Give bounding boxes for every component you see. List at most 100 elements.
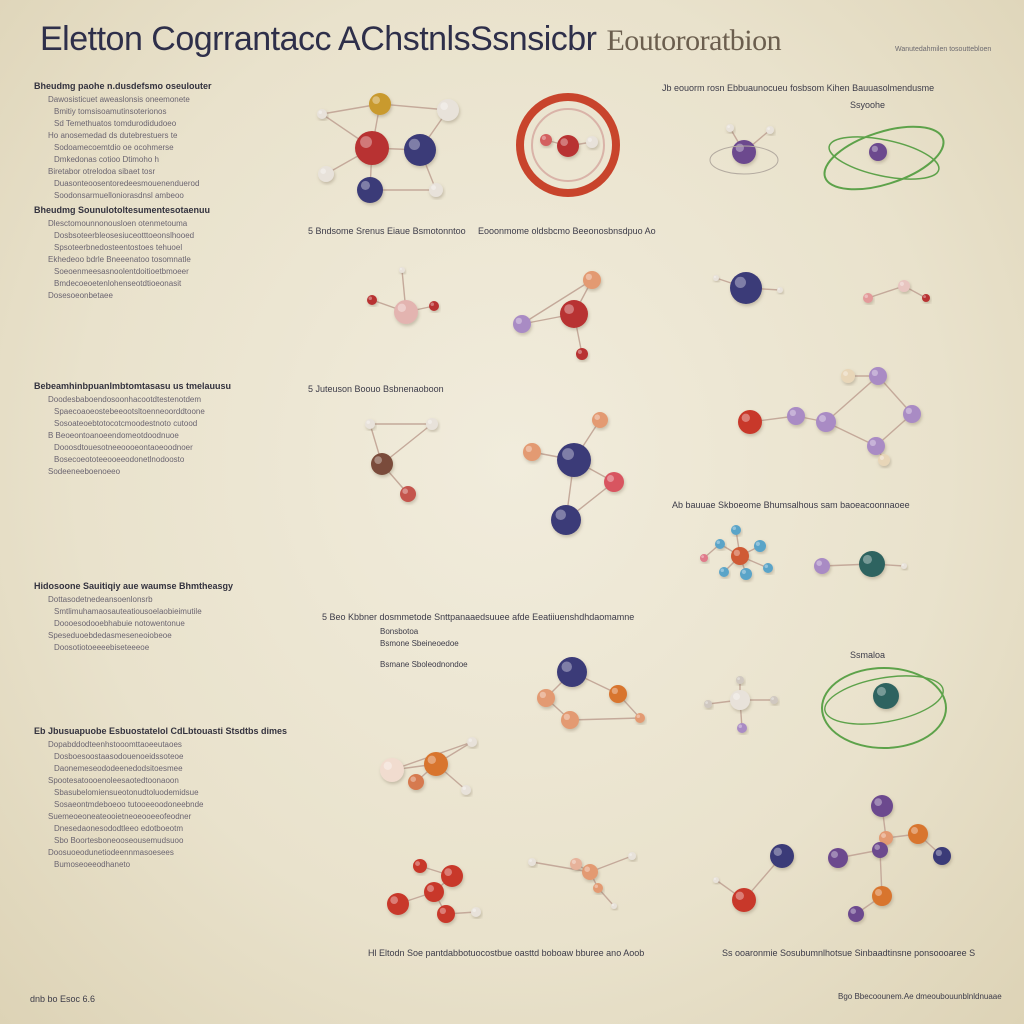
atom-sphere [726, 124, 734, 132]
text-line: Suemeoeoneateooietneoeooeeofeodner [48, 812, 192, 821]
caption-row1-d: Ssyoohe [850, 100, 886, 110]
atom-highlight [560, 138, 569, 146]
atom [471, 907, 481, 917]
text-block-heading: Eb Jbusuapuobe Esbuostatelol CdLbtouasti… [34, 726, 288, 736]
bond-line [379, 103, 449, 111]
text-line: Sodeeneeboenoeeo [48, 467, 121, 476]
text-block-heading: Bheudmg paohe n.dusdefsmo oseulouter [34, 81, 212, 91]
atom-highlight [515, 317, 522, 324]
atom-sphere [814, 558, 830, 574]
atom-highlight [577, 349, 583, 354]
atom-sphere [770, 696, 778, 704]
atom-sphere [859, 551, 885, 577]
atom [814, 558, 830, 574]
atom-highlight [881, 833, 886, 838]
atom-highlight [864, 294, 868, 298]
atom-sphere [732, 140, 756, 164]
atom [557, 443, 591, 477]
atom [848, 906, 864, 922]
atom [719, 567, 729, 577]
text-line: Bmitiy tomsisoamutinsoterionos [54, 107, 167, 116]
atom [903, 405, 921, 423]
text-line: Dosesoeonbetaee [48, 291, 113, 300]
atom-highlight [561, 661, 572, 672]
caption-bottom-left: dnb bo Esoc 6.6 [30, 994, 96, 1004]
atom [369, 93, 391, 115]
atom-sphere [413, 859, 427, 873]
atom [441, 865, 463, 887]
atom-highlight [899, 281, 905, 286]
atom [355, 131, 389, 165]
atom-sphere [770, 844, 794, 868]
title-main: Eletton Cogrrantacc AChstnlsSsnsicbr [40, 20, 597, 58]
atom-highlight [871, 369, 878, 376]
atom-highlight [819, 415, 826, 422]
atom [426, 418, 438, 430]
atom-sphere [387, 893, 409, 915]
atom [867, 437, 885, 455]
atom-sphere [380, 758, 404, 782]
orbit-ellipse [709, 145, 779, 175]
atom-sphere [816, 412, 836, 432]
atom-highlight [901, 563, 904, 566]
atom-highlight [705, 701, 708, 704]
atom-highlight [816, 560, 822, 566]
caption-row3-a: Ab bauuae Skboeome Bhumsalhous sam baoea… [672, 500, 910, 510]
atom-highlight [318, 110, 322, 114]
atom [816, 412, 836, 432]
atom-sphere [713, 877, 719, 883]
atom-highlight [585, 273, 592, 280]
atom-highlight [440, 102, 448, 110]
atom-highlight [563, 713, 570, 720]
text-line: Bmdecoeoetenlohenseotdtioeonasit [54, 279, 182, 288]
atom [869, 367, 887, 385]
atom [513, 315, 531, 333]
text-line: Sosaeontmdeboeoo tutooeeoodoneebnde [54, 800, 204, 809]
atom-sphere [872, 842, 888, 858]
atom [523, 443, 541, 461]
atom-highlight [555, 509, 566, 520]
atom-sphere [738, 410, 762, 434]
atom-highlight [562, 448, 574, 460]
atom [592, 412, 608, 428]
atom-sphere [740, 568, 752, 580]
text-line: Doosotiotoeeeebiseteeeoe [54, 643, 150, 652]
bond-line [569, 717, 641, 721]
atom [777, 287, 783, 293]
atom [357, 177, 383, 203]
atom [873, 683, 899, 709]
atom-sphere [869, 143, 887, 161]
atom-sphere [408, 774, 424, 790]
atom-highlight [874, 798, 883, 807]
atom-sphere [635, 713, 645, 723]
atom [387, 893, 409, 915]
atom-highlight [594, 884, 598, 888]
atom-sphere [528, 858, 536, 866]
atom-sphere [871, 795, 893, 817]
atom-sphere [901, 563, 907, 569]
atom [754, 540, 766, 552]
atom-highlight [427, 755, 436, 764]
atom [461, 785, 471, 795]
atom-highlight [735, 143, 744, 152]
atom-sphere [713, 275, 719, 281]
atom-sphere [537, 689, 555, 707]
atom-highlight [399, 267, 403, 271]
atom-highlight [427, 885, 434, 892]
atom [704, 700, 712, 708]
caption-bottom-far-right: Bgo Bbecoounem.Ae dmeoubouunblnldnuaae [838, 992, 1002, 1001]
atom [770, 844, 794, 868]
caption-row1-a: 5 Bndsome Srenus Eiaue Bsmotonntoo [308, 226, 466, 236]
atom-sphere [731, 547, 749, 565]
text-line: Doosuoeodunetiodeennmasoesees [48, 848, 174, 857]
caption-row4-b: Bonsbotoa [380, 627, 419, 636]
atom-sphere [317, 109, 327, 119]
atom-highlight [611, 687, 618, 694]
atom [367, 295, 377, 305]
atom-highlight [462, 786, 466, 790]
text-line: Dosboesoostaasodouenoeidssoteoe [54, 752, 184, 761]
atom [424, 752, 448, 776]
